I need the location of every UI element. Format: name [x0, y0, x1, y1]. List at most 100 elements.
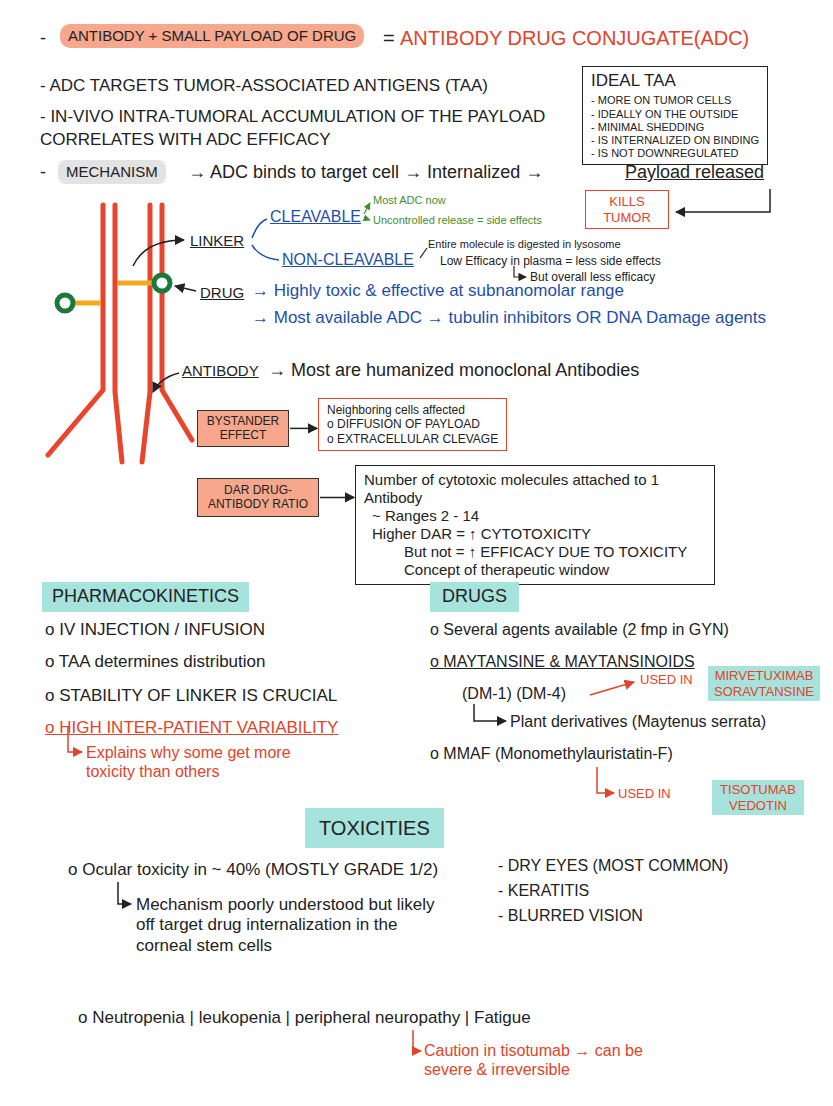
note-box: Neighboring cells affectedo DIFFUSION OF… — [318, 398, 507, 451]
node-text: o DIFFUSION OF PAYLOAD — [327, 417, 498, 431]
note-text: - BLURRED VISION — [498, 906, 643, 925]
note-text: o TAA determines distribution — [45, 652, 266, 672]
flow-arrow — [676, 189, 770, 212]
linker-bar — [117, 281, 153, 286]
leader-arrow — [175, 286, 196, 291]
note-box: MECHANISM — [58, 160, 166, 184]
node-text: PHARMACOKINETICS — [52, 586, 239, 608]
note-text: Low Efficacy in plasma = less side effec… — [440, 254, 661, 268]
node-text: IDEAL TAA — [591, 71, 759, 91]
node-text: - IS NOT DOWNREGULATED — [591, 147, 759, 160]
note-text: - KERATITIS — [498, 881, 589, 900]
note-text: o MMAF (Monomethylauristatin-F) — [430, 744, 673, 763]
note-text: USED IN — [640, 672, 693, 688]
node-text: MIRVETUXIMAB SORAVTANSINE — [713, 668, 815, 699]
node-text: DRUGS — [442, 586, 507, 608]
heavy-chain — [142, 205, 150, 462]
note-text: CLEAVABLE — [270, 207, 361, 226]
note-text: o IV INJECTION / INFUSION — [45, 620, 265, 640]
note-text: → Highly toxic & effective at subnanomol… — [252, 281, 624, 301]
note-box: ANTIBODY + SMALL PAYLOAD OF DRUG — [60, 24, 364, 48]
note-text: o HIGH INTER-PATIENT VARIABILITY — [45, 718, 338, 738]
note-text: Caution in tisotumab → can be severe & i… — [424, 1041, 664, 1079]
note-text: - — [40, 162, 46, 184]
note-text: - ADC TARGETS TUMOR-ASSOCIATED ANTIGENS … — [40, 76, 488, 96]
note-text: Plant derivatives (Maytenus serrata) — [510, 712, 766, 731]
node-text: Higher DAR = ↑ CYTOTOXICITY — [372, 525, 706, 543]
note-text: (DM-1) (DM-4) — [462, 684, 566, 703]
node-text: ~ Ranges 2 - 14 — [372, 507, 706, 525]
note-text: ANTIBODY — [182, 362, 259, 380]
note-box: DAR DRUG-ANTIBODY RATIO — [197, 478, 319, 517]
note-text: Uncontrolled release = side effects — [373, 214, 542, 227]
node-text: But not = ↑ EFFICACY DUE TO TOXICITY — [404, 543, 706, 561]
linker-bar — [74, 301, 101, 306]
note-text: - DRY EYES (MOST COMMON) — [498, 856, 728, 875]
node-text: Concept of therapeutic window — [404, 561, 706, 579]
note-box: TISOTUMAB VEDOTIN — [712, 780, 804, 815]
note-text: Mechanism poorly understood but likely o… — [136, 895, 456, 956]
note-box: TOXICITIES — [305, 808, 444, 848]
heavy-chain — [115, 205, 122, 462]
note-text: LINKER — [190, 232, 244, 250]
note-box: BYSTANDER EFFECT — [197, 410, 289, 447]
note-box: KILLS TUMOR — [585, 190, 669, 229]
note-text: o MAYTANSINE & MAYTANSINOIDS — [430, 652, 695, 671]
note-box: Number of cytotoxic molecules attached t… — [355, 465, 715, 585]
note-text: Entire molecule is digested in lysosome — [428, 238, 621, 251]
connector-arrow — [290, 428, 317, 430]
drug-payload — [154, 275, 170, 291]
note-text: NON-CLEAVABLE — [282, 250, 414, 269]
node-text: Number of cytotoxic molecules attached t… — [364, 471, 706, 507]
node-text: KILLS TUMOR — [592, 194, 662, 225]
node-text: o EXTRACELLULAR CLEVAGE — [327, 432, 498, 446]
note-text: Payload released — [625, 162, 764, 184]
leader-arrow — [590, 682, 634, 695]
note-box: IDEAL TAA - MORE ON TUMOR CELLS- IDEALLY … — [582, 66, 768, 165]
hook-arrow — [118, 882, 131, 904]
node-text: DAR DRUG-ANTIBODY RATIO — [204, 483, 312, 512]
branch-line — [252, 219, 267, 238]
leader-arrow — [153, 373, 179, 392]
note-text: ANTIBODY DRUG CONJUGATE(ADC) — [400, 26, 749, 50]
note-box: PHARMACOKINETICS — [42, 582, 249, 612]
antibody-drawing — [48, 205, 192, 462]
note-text: = — [383, 26, 395, 50]
node-text: MECHANISM — [66, 163, 158, 181]
node-text: - IDEALLY ON THE OUTSIDE — [591, 108, 759, 121]
node-text: - MINIMAL SHEDDING — [591, 121, 759, 134]
note-text: Explains why some get more toxicity than… — [86, 743, 301, 781]
node-text: TOXICITIES — [319, 816, 430, 840]
heavy-chain — [48, 205, 103, 455]
note-text: → Most are humanized monoclonal Antibodi… — [268, 360, 639, 382]
branch-line — [252, 245, 279, 260]
leader-arrow — [364, 203, 370, 214]
note-text: o Neutropenia | leukopenia | peripheral … — [78, 1008, 531, 1028]
leader-arrow — [133, 240, 184, 266]
note-text: → Most available ADC → tubulin inhibitor… — [252, 308, 766, 328]
leader-line — [420, 248, 427, 258]
note-text: USED IN — [618, 786, 671, 802]
node-text: - MORE ON TUMOR CELLS — [591, 94, 759, 107]
node-text: - IS INTERNALIZED ON BINDING — [591, 134, 759, 147]
node-text: TISOTUMAB VEDOTIN — [717, 782, 799, 813]
note-text: - IN-VIVO INTRA-TUMORAL ACCUMULATION OF … — [40, 106, 570, 152]
note-text: → ADC binds to target cell → Internalize… — [188, 162, 543, 184]
node-text: ANTIBODY + SMALL PAYLOAD OF DRUG — [68, 27, 356, 45]
drug-payload — [57, 295, 73, 311]
note-box: MIRVETUXIMAB SORAVTANSINE — [708, 666, 820, 701]
node-text: BYSTANDER EFFECT — [204, 414, 282, 443]
note-text: DRUG — [200, 284, 244, 302]
note-text: o Several agents available (2 fmp in GYN… — [430, 620, 729, 639]
note-text: Most ADC now — [373, 194, 446, 207]
connector-arrow — [320, 497, 354, 499]
note-text: - — [40, 28, 46, 50]
note-box: DRUGS — [430, 582, 519, 612]
note-text: o Ocular toxicity in ~ 40% (MOSTLY GRADE… — [68, 860, 438, 880]
node-text: Neighboring cells affected — [327, 403, 498, 417]
hook-arrow — [474, 704, 506, 721]
note-text: o STABILITY OF LINKER IS CRUCIAL — [45, 686, 337, 706]
leader-arrow — [364, 218, 370, 220]
hook-arrow — [597, 767, 614, 793]
hook-arrow — [413, 1030, 421, 1051]
